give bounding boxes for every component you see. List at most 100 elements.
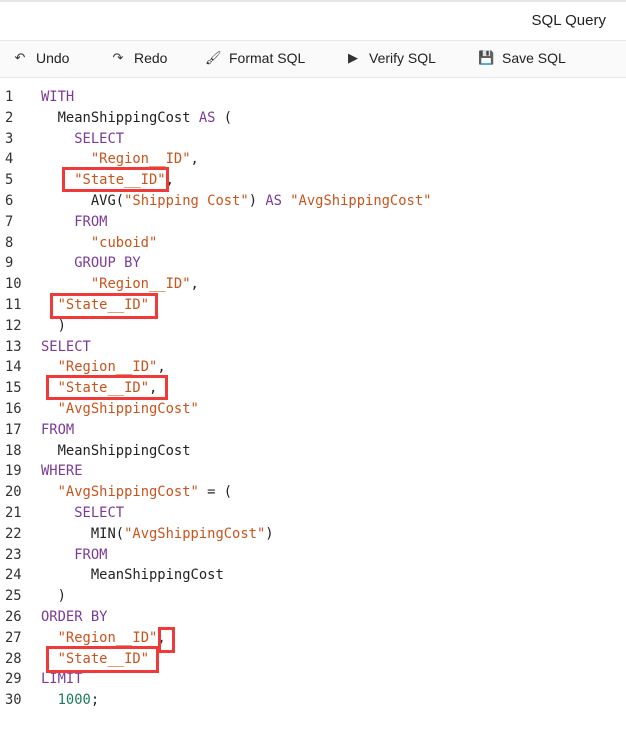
code-text: "State__ID", [41,378,158,399]
verify-sql-label: Verify SQL [369,50,436,66]
token-identifier: , [157,359,166,376]
highlight-box [158,627,175,653]
token-keyword: LIMIT [41,671,83,688]
line-number: 6 [5,192,14,209]
token-string: "State__ID" [57,380,149,397]
code-text: "AvgShippingCost" [41,399,199,420]
token-keyword: SELECT [74,130,125,147]
token-string: "Region__ID" [57,629,158,646]
highlight-box [46,375,168,400]
undo-icon: ↶ [14,50,26,65]
token-identifier: MeanShippingCost [90,567,224,584]
verify-sql-button[interactable]: ▶Verify SQL [345,50,436,66]
save-sql-button[interactable]: 💾 Save SQL [478,50,566,66]
line-number: 20 [5,484,22,501]
line-number: 8 [5,234,14,251]
code-text: MeanShippingCost [41,565,224,586]
token-string: "Region__ID" [90,151,191,168]
token-identifier: ) [57,588,66,605]
line-number: 25 [5,588,22,605]
code-text: GROUP BY [41,253,141,274]
format-sql-label: Format SQL [229,50,306,66]
undo-button[interactable]: ↶ Undo [12,50,70,66]
token-number: 1000 [57,692,91,709]
token-keyword: FROM [41,421,75,438]
line-number: 10 [5,276,22,293]
token-identifier: , [149,380,158,397]
line-number: 9 [5,255,14,272]
token-string: "State__ID" [74,172,166,189]
format-sql-button[interactable]: 🖌 Format SQL [205,50,305,66]
code-text: "Region__ID", [41,274,199,295]
redo-button[interactable]: ↷ Redo [110,50,168,66]
line-number: 30 [5,692,22,709]
token-keyword: FROM [74,546,108,563]
save-icon: 💾 [478,50,495,65]
line-number: 26 [5,608,22,625]
token-keyword: FROM [74,213,108,230]
token-string: "Shipping Cost" [124,192,249,209]
code-text: "State__ID" [41,649,149,670]
token-string: "AvgShippingCost" [57,484,199,501]
token-identifier: AVG( [90,192,125,209]
token-identifier: MeanShippingCost [57,109,199,126]
save-sql-label: Save SQL [502,50,566,66]
line-number: 24 [5,567,22,584]
token-identifier: ) [265,525,274,542]
token-keyword: AS [265,192,282,209]
token-identifier: ) [248,192,266,209]
token-keyword: ORDER BY [41,608,108,625]
token-string: "State__ID" [57,650,149,667]
code-text: 1000; [41,690,100,711]
code-text: ) [41,586,66,607]
token-identifier: , [190,276,199,293]
code-text: "cuboid" [41,233,157,254]
code-text: MeanShippingCost AS ( [41,108,232,129]
line-number: 13 [5,338,22,355]
redo-label: Redo [134,50,168,66]
line-number: 29 [5,671,22,688]
line-number: 16 [5,400,22,417]
token-keyword: GROUP BY [74,255,141,272]
token-identifier: , [190,151,199,168]
code-text: SELECT [41,503,124,524]
code-text: FROM [41,545,107,566]
token-identifier [282,193,290,209]
line-number: 3 [5,130,14,147]
token-identifier: ; [90,692,100,709]
code-text: WITH [41,87,74,108]
code-text: "Region__ID", [41,628,166,649]
code-text: MIN("AvgShippingCost") [41,524,274,545]
undo-label: Undo [36,50,70,66]
code-text: "Region__ID", [41,357,166,378]
line-number: 14 [5,359,22,376]
line-number: 22 [5,525,22,542]
token-string: "cuboid" [90,234,158,251]
code-text: ORDER BY [41,607,107,628]
code-text: "State__ID" [41,295,149,316]
highlight-box [46,646,159,673]
toolbar: ↶ Undo ↷ Redo 🖌 Format SQL ▶Verify SQL 💾 Sav… [0,40,626,78]
window-top-border [0,0,626,2]
token-keyword: WITH [41,89,75,105]
token-identifier: ( [215,109,233,126]
code-text: FROM [41,420,74,441]
token-keyword: AS [198,109,216,126]
code-text: MeanShippingCost [41,441,191,462]
token-string: "Region__ID" [57,359,158,376]
line-number: 5 [5,172,14,189]
line-number: 19 [5,463,22,480]
redo-icon: ↷ [112,50,124,65]
code-text: "AvgShippingCost" = ( [41,482,232,503]
code-text: AVG("Shipping Cost") AS "AvgShippingCost… [41,191,432,212]
line-number: 17 [5,421,22,438]
paint-roller-icon: 🖌 [205,50,222,65]
token-identifier: , [165,172,174,189]
highlight-box [62,167,169,192]
token-keyword: SELECT [74,504,125,521]
token-identifier: ) [57,317,66,334]
token-keyword: WHERE [41,463,83,480]
token-string: "AvgShippingCost" [124,525,266,542]
line-number: 12 [5,317,22,334]
code-text: SELECT [41,129,124,150]
